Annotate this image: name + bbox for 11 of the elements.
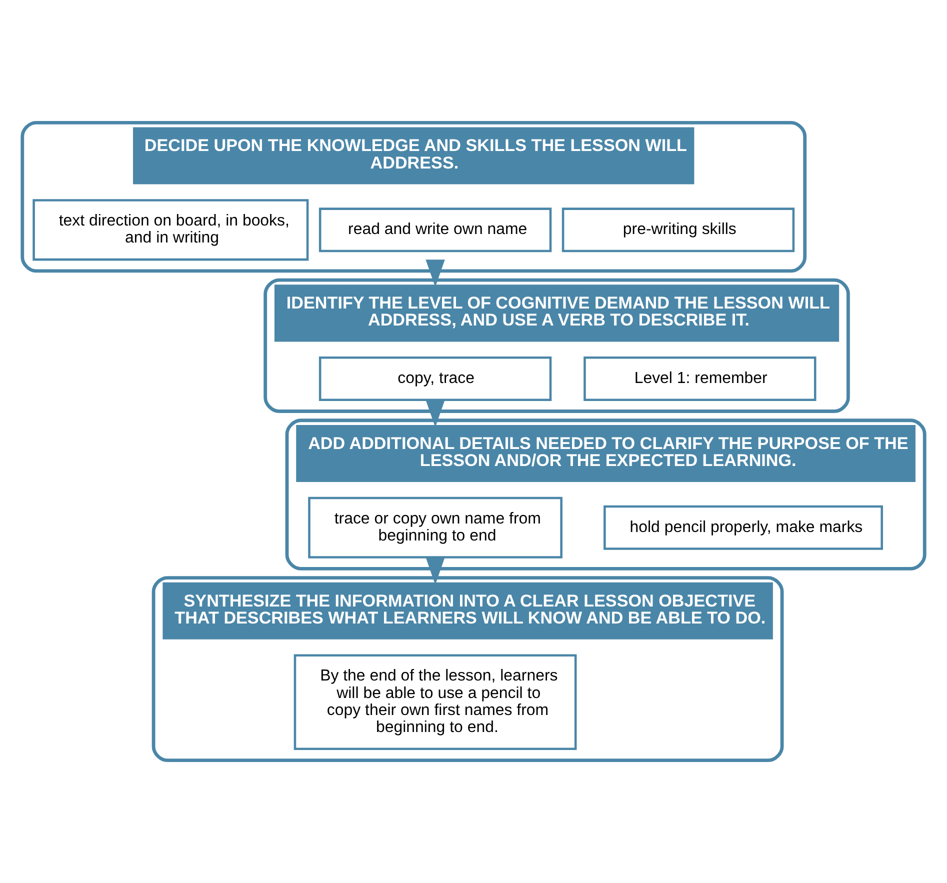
arrow	[426, 400, 445, 428]
node-box: copy, trace	[318, 356, 552, 401]
arrow	[426, 557, 445, 585]
arrow	[426, 260, 445, 288]
node-box: read and write own name	[318, 208, 552, 252]
node-box: trace or copy own name from beginning to end	[308, 496, 562, 558]
node-box: By the end of the lesson, learners will be able to use a pencil to copy their own first names from beginning to end.	[294, 654, 577, 750]
node-box: hold pencil properly, make marks	[604, 505, 883, 550]
node-box: Level 1: remember	[584, 356, 816, 401]
node-box: text direction on board, in books, and in writing	[32, 199, 309, 261]
node-box: pre-writing skills	[562, 208, 795, 252]
